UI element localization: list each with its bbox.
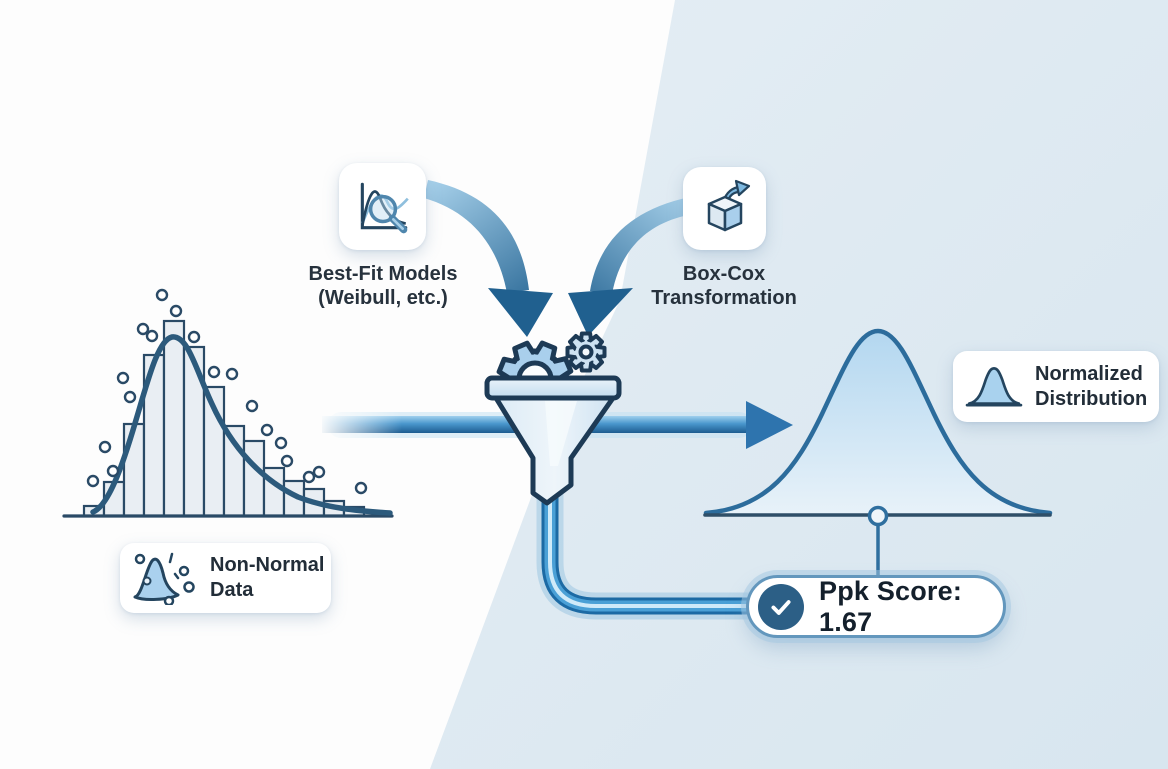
ppk-label: Ppk Score: 1.67	[819, 575, 963, 637]
box-cox-label-line2: Transformation	[651, 287, 797, 309]
non-normal-histogram	[62, 288, 394, 518]
chart-magnifier-icon	[360, 182, 409, 233]
non-normal-label-line2: Data	[210, 579, 254, 601]
best-fit-card	[339, 163, 426, 250]
gear-small-icon	[565, 331, 607, 373]
funnel-with-gears-icon	[484, 331, 622, 506]
box-transform-arrow-icon	[707, 179, 750, 231]
normalized-label: Normalized Distribution	[1035, 362, 1147, 412]
non-normal-label: Non-Normal Data	[210, 553, 324, 603]
check-icon	[758, 583, 804, 630]
funnel-shine	[545, 401, 577, 466]
normalized-bell-curve	[703, 328, 1053, 584]
non-normal-card: Non-Normal Data	[120, 543, 331, 613]
non-normal-label-line1: Non-Normal	[210, 554, 325, 576]
funnel-rim	[484, 375, 622, 401]
best-fit-label-line2: (Weibull, etc.)	[318, 287, 448, 309]
histogram-fit-curve	[90, 334, 393, 516]
output-pipe	[536, 481, 770, 620]
box-cox-label-line1: Box-Cox	[682, 263, 766, 285]
box-cox-label: Box-Cox Transformation	[624, 262, 824, 310]
flow-arrow-fade	[318, 404, 402, 446]
flow-arrowhead	[746, 401, 793, 449]
skewed-distribution-icon	[133, 552, 195, 605]
box-cox-card	[683, 167, 766, 250]
normalized-label-line1: Normalized	[1035, 362, 1143, 385]
bell-curve-icon	[965, 366, 1023, 406]
histogram-dots	[86, 288, 368, 495]
curved-arrow-left	[424, 180, 553, 337]
curved-arrow-right	[568, 197, 694, 336]
best-fit-label: Best-Fit Models (Weibull, etc.)	[283, 262, 483, 310]
normalized-card: Normalized Distribution	[953, 351, 1159, 422]
normalized-label-line2: Distribution	[1035, 387, 1148, 410]
best-fit-label-line1: Best-Fit Models	[308, 263, 458, 285]
bell-stroke	[703, 328, 1053, 516]
ppk-badge: Ppk Score: 1.67	[746, 575, 1006, 638]
bell-connector-circle	[867, 505, 889, 527]
